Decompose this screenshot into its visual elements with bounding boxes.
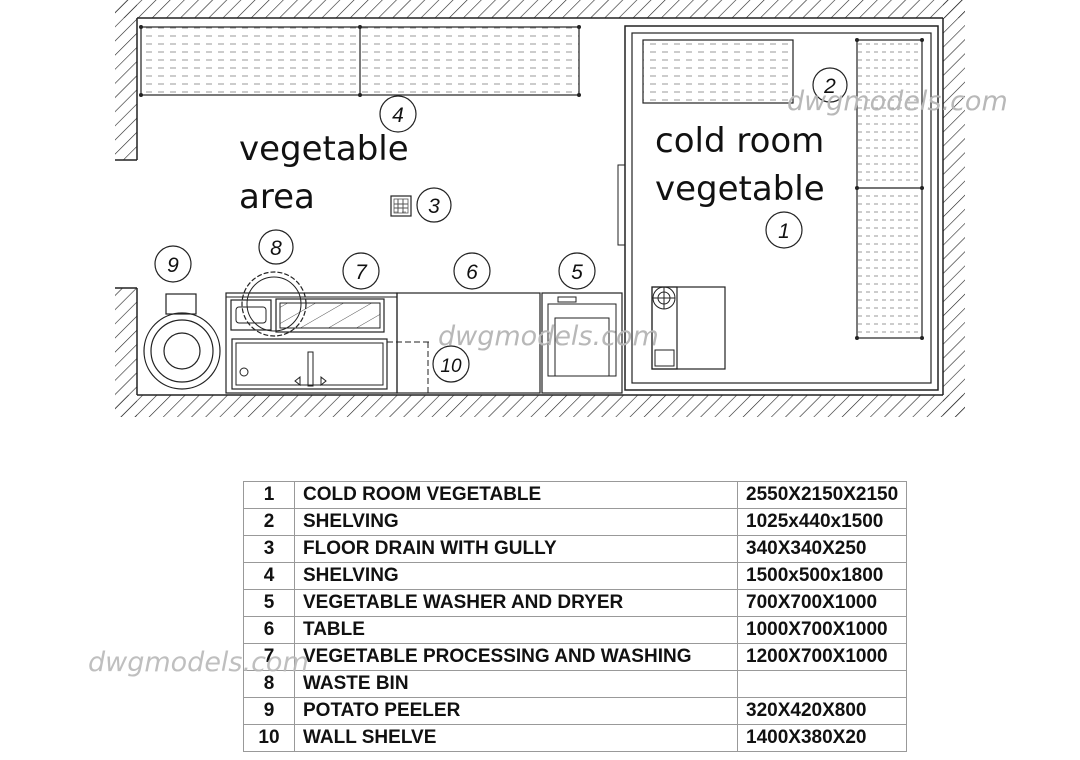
- legend-item-description: VEGETABLE PROCESSING AND WASHING: [294, 643, 738, 671]
- waste-bin: [241, 271, 307, 337]
- wall-top: [115, 0, 965, 18]
- svg-text:3: 3: [428, 195, 440, 218]
- legend-item-description: WALL SHELVE: [294, 724, 738, 752]
- wall-bottom: [115, 395, 965, 417]
- legend-item-description: TABLE: [294, 616, 738, 644]
- legend-item-dimensions: 1025x440x1500: [737, 508, 907, 536]
- callout-5: 5: [558, 252, 596, 290]
- callout-10: 10: [432, 345, 470, 383]
- legend-item-number: 4: [243, 562, 295, 590]
- callout-4: 4: [379, 95, 417, 133]
- callout-8: 8: [258, 229, 294, 265]
- callout-7: 7: [342, 252, 380, 290]
- legend-item-number: 10: [243, 724, 295, 752]
- wall-right: [943, 0, 965, 417]
- legend-item-dimensions: [737, 670, 907, 698]
- svg-text:4: 4: [392, 104, 404, 127]
- legend-item-dimensions: 1500x500x1800: [737, 562, 907, 590]
- shelving-top: [139, 25, 581, 97]
- legend-item-number: 6: [243, 616, 295, 644]
- legend-item-dimensions: 700X700X1000: [737, 589, 907, 617]
- vegetable-washer-dryer: [541, 292, 623, 394]
- legend-item-description: SHELVING: [294, 562, 738, 590]
- legend-item-description: VEGETABLE WASHER AND DRYER: [294, 589, 738, 617]
- walls: [115, 0, 965, 417]
- cold-room: [617, 25, 939, 391]
- legend-item-dimensions: 1400X380X20: [737, 724, 907, 752]
- svg-text:6: 6: [466, 261, 478, 284]
- wall-left-lower: [115, 288, 137, 417]
- callout-3: 3: [416, 187, 452, 223]
- legend-item-number: 2: [243, 508, 295, 536]
- svg-text:8: 8: [270, 237, 282, 260]
- legend-item-description: FLOOR DRAIN WITH GULLY: [294, 535, 738, 563]
- svg-text:7: 7: [355, 261, 368, 284]
- svg-text:10: 10: [440, 356, 462, 377]
- svg-text:2: 2: [823, 75, 836, 98]
- callout-1: 1: [765, 211, 803, 249]
- legend-item-number: 1: [243, 481, 295, 509]
- callout-9: 9: [154, 245, 192, 283]
- floor-drain-icon: [390, 195, 412, 217]
- legend-item-description: WASTE BIN: [294, 670, 738, 698]
- watermark-top: dwgmodels.com: [787, 86, 1008, 117]
- svg-text:9: 9: [167, 254, 179, 277]
- floor-plan: vegetable area cold room vegetable 1 2 3…: [115, 0, 1008, 417]
- legend-item-description: COLD ROOM VEGETABLE: [294, 481, 738, 509]
- cold-room-label-line2: vegetable: [655, 169, 825, 209]
- svg-text:1: 1: [778, 220, 790, 243]
- legend-item-dimensions: 2550X2150X2150: [737, 481, 907, 509]
- processing-counter: [225, 271, 398, 394]
- wall-left-upper: [115, 0, 137, 160]
- vegetable-area-label-line2: area: [239, 177, 315, 217]
- vegetable-area-label-line1: vegetable: [239, 129, 409, 169]
- legend-item-number: 7: [243, 643, 295, 671]
- legend-item-description: SHELVING: [294, 508, 738, 536]
- svg-text:5: 5: [571, 261, 583, 284]
- cooling-unit: [651, 286, 726, 370]
- legend-item-dimensions: 1000X700X1000: [737, 616, 907, 644]
- legend-item-number: 8: [243, 670, 295, 698]
- legend-item-number: 9: [243, 697, 295, 725]
- legend-item-number: 3: [243, 535, 295, 563]
- legend-item-number: 5: [243, 589, 295, 617]
- watermark-middle: dwgmodels.com: [438, 321, 659, 352]
- legend-item-dimensions: 320X420X800: [737, 697, 907, 725]
- wall-shelve: [387, 341, 430, 393]
- callout-6: 6: [453, 252, 491, 290]
- legend-item-description: POTATO PEELER: [294, 697, 738, 725]
- callout-2: 2: [812, 67, 848, 103]
- legend-item-dimensions: 340X340X250: [737, 535, 907, 563]
- shelving-cold-room-top: [642, 39, 794, 104]
- cold-room-door: [617, 164, 626, 246]
- shelving-cold-room-side: [856, 39, 923, 339]
- potato-peeler: [143, 293, 221, 390]
- table: [396, 292, 541, 394]
- legend-item-dimensions: 1200X700X1000: [737, 643, 907, 671]
- cold-room-label-line1: cold room: [655, 121, 824, 161]
